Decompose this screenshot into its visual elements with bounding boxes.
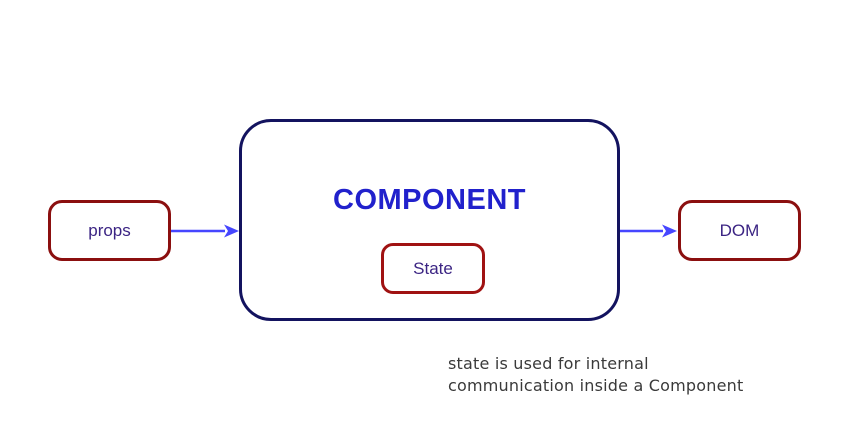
component-box: COMPONENT State [239, 119, 620, 321]
dom-box: DOM [678, 200, 801, 261]
caption-line-2: communication inside a Component [448, 376, 744, 395]
state-box-label: State [413, 258, 453, 278]
arrow-right-icon [620, 224, 677, 238]
props-box-label: props [88, 220, 131, 240]
state-box: State [381, 243, 485, 294]
caption: state is used for internal communication… [448, 353, 743, 397]
props-box: props [48, 200, 171, 261]
caption-line-1: state is used for internal [448, 354, 649, 373]
dom-box-label: DOM [719, 220, 760, 240]
arrow-right-icon [171, 224, 239, 238]
component-title: COMPONENT [333, 184, 526, 216]
